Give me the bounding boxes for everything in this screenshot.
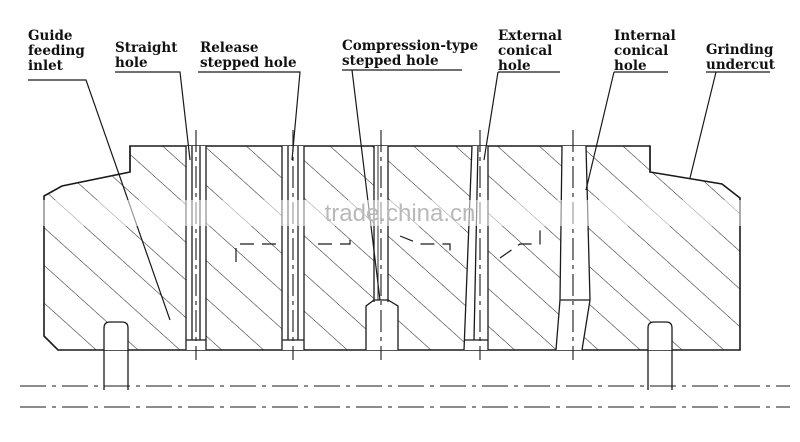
label-compression-stepped-hole: Compression-type stepped hole	[342, 38, 483, 69]
leader-grinding-undercut	[689, 71, 770, 179]
label-release-stepped-hole: Release stepped hole	[200, 40, 297, 71]
leader-lines	[28, 69, 770, 321]
leader-straight-hole	[115, 71, 191, 161]
watermark-text: trade.china.cn	[325, 200, 476, 227]
leader-external-conical-hole	[483, 71, 560, 161]
compression-stepped-hole-wide	[366, 300, 398, 350]
hole-outlines	[103, 145, 673, 390]
label-external-conical-hole: External conical hole	[498, 28, 567, 74]
label-guide-feeding-inlet: Guide feeding inlet	[28, 28, 90, 74]
label-grinding-undercut: Grinding undercut	[706, 42, 778, 73]
label-straight-hole: Straight hole	[115, 40, 182, 71]
leader-release-stepped-hole	[198, 71, 301, 161]
hidden-profile-lines	[235, 230, 541, 262]
right-post-recess	[648, 322, 672, 350]
label-internal-conical-hole: Internal conical hole	[614, 28, 680, 74]
leader-compression-stepped-hole	[342, 69, 462, 301]
left-post-recess	[104, 322, 128, 350]
callout-labels: Guide feeding inlet Straight hole Releas…	[28, 28, 778, 74]
leader-internal-conical-hole	[585, 71, 668, 191]
watermark: trade.china.cn	[0, 200, 800, 227]
center-lines	[20, 130, 790, 408]
leader-guide-feeding-inlet	[28, 79, 171, 321]
